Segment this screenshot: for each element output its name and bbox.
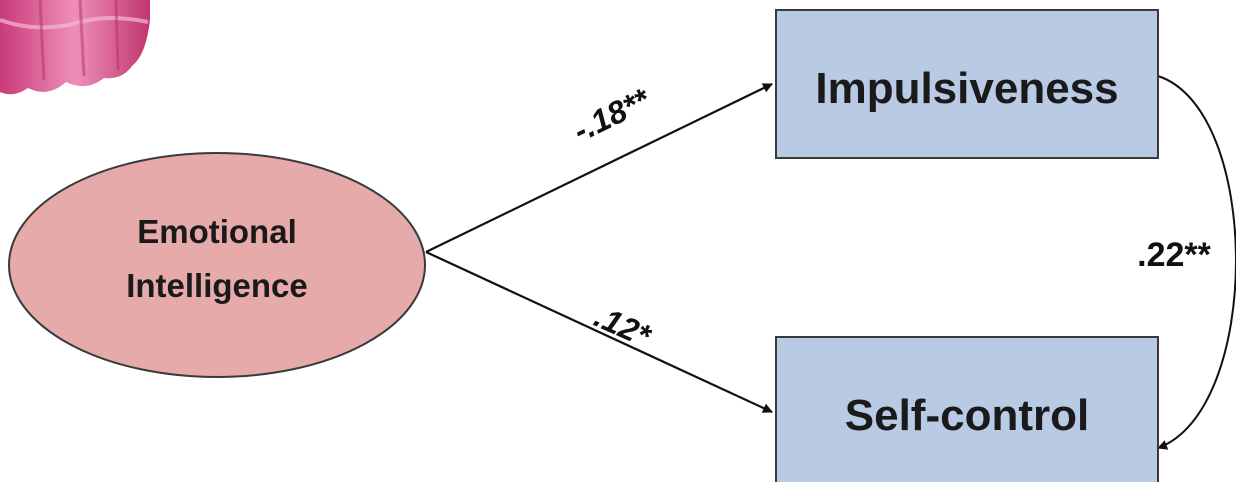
node-impulsiveness: Impulsiveness [775,9,1159,159]
impulsiveness-box [775,9,1159,159]
emotional-intelligence-label-line1: Emotional [137,213,297,250]
node-emotional-intelligence: Emotional Intelligence [8,152,426,378]
impulsiveness-label: Impulsiveness [815,64,1118,113]
path-arrow-ei-impulsiveness [425,83,773,253]
self-control-box [775,336,1159,482]
coefficient-covariance: .22** [1137,236,1211,274]
coefficient-ei-self-control: .12* [589,298,657,355]
pink-cake-icon [0,0,150,95]
path-arrow-ei-self-control [425,251,773,413]
emotional-intelligence-ellipse [8,152,426,378]
emotional-intelligence-label-line2: Intelligence [126,267,308,304]
coefficient-ei-impulsiveness: -.18** [567,81,656,149]
self-control-label: Self-control [845,391,1089,440]
node-self-control: Self-control [775,336,1159,482]
